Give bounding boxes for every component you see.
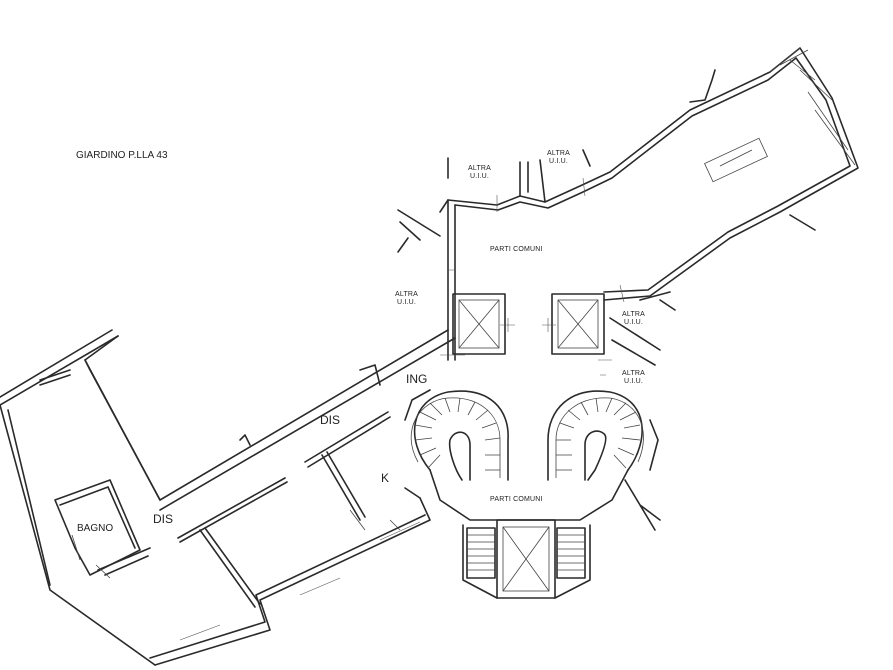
room-label-bagno: BAGNO	[77, 523, 114, 534]
other-unit-label-3: ALTRA U.I.U.	[395, 291, 418, 306]
other-unit-label-5-line1: ALTRA	[622, 370, 646, 377]
other-unit-label-2: ALTRA U.I.U.	[547, 150, 570, 165]
elevator-shafts	[452, 293, 605, 599]
other-unit-label-4-line1: ALTRA	[622, 311, 646, 318]
other-unit-label-5-line2: U.I.U.	[623, 377, 644, 385]
other-unit-label-2-line2: U.I.U.	[548, 157, 569, 165]
room-label-k: K	[381, 471, 390, 485]
other-unit-label-3-line1: ALTRA	[395, 291, 419, 298]
other-unit-label-3-line2: U.I.U.	[396, 298, 417, 306]
garden-label: GIARDINO P.LLA 43	[76, 150, 168, 161]
other-unit-label-2-line1: ALTRA	[547, 150, 571, 157]
room-label-ing: ING	[406, 372, 428, 386]
other-unit-label-1-line2: U.I.U.	[469, 172, 490, 180]
other-unit-label-5: ALTRA U.I.U.	[622, 370, 645, 385]
other-unit-label-4: ALTRA U.I.U.	[622, 311, 645, 326]
common-parts-label-bottom: PARTI COMUNI	[490, 496, 543, 503]
common-parts-label-top: PARTI COMUNI	[490, 246, 543, 253]
upper-wing-walls	[397, 47, 859, 376]
apartment-walls	[0, 329, 456, 666]
room-label-dis-2: DIS	[153, 512, 174, 526]
room-label-dis-1: DIS	[320, 413, 341, 427]
other-unit-label-4-line2: U.I.U.	[623, 318, 644, 326]
other-unit-label-1-line1: ALTRA	[468, 165, 492, 172]
spiral-staircases	[404, 389, 661, 599]
other-unit-label-1: ALTRA U.I.U.	[468, 165, 491, 180]
